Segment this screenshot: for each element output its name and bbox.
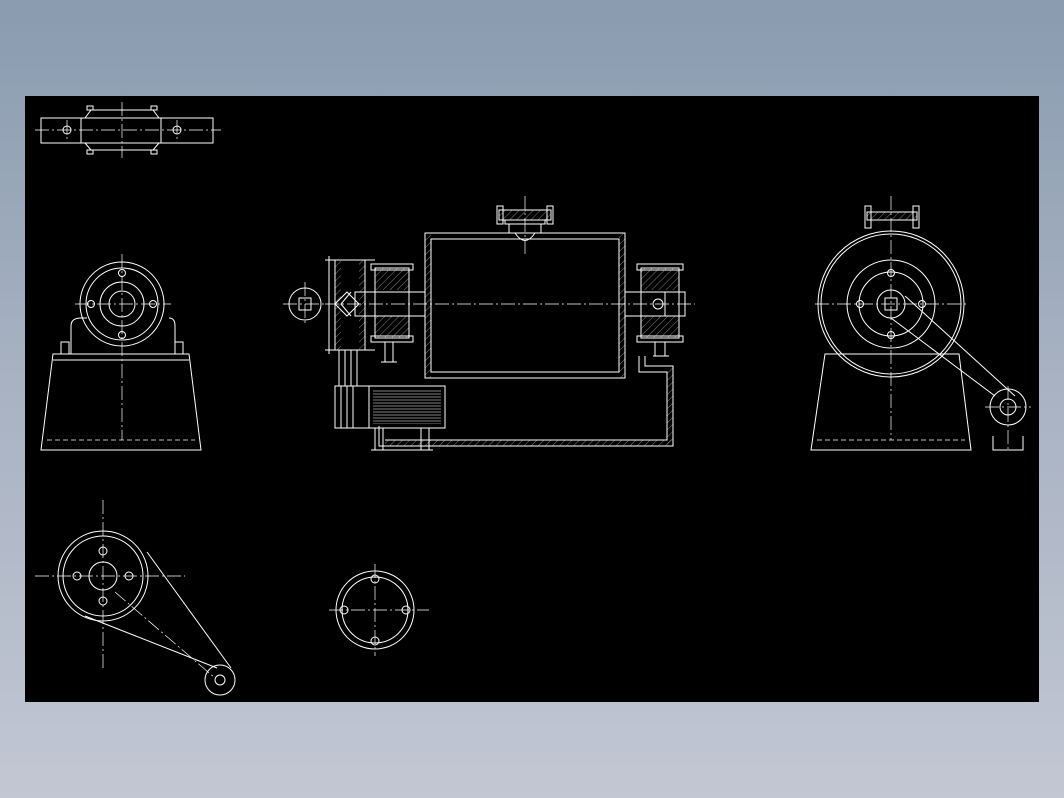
flange-detail xyxy=(329,564,429,656)
front-section-view xyxy=(283,196,695,451)
right-side-view xyxy=(810,196,1031,452)
cad-drawing xyxy=(35,102,1031,696)
left-side-view xyxy=(40,254,202,451)
pulley-arm-detail xyxy=(35,500,236,696)
top-view xyxy=(35,102,221,158)
cad-drawing-canvas xyxy=(25,96,1039,702)
